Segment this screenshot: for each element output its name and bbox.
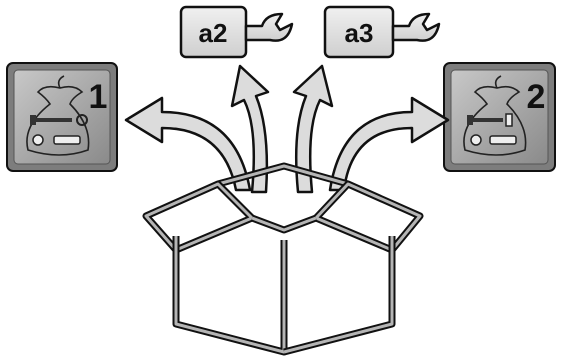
hardware-kit-1: 1 <box>6 62 118 172</box>
kit-number: 1 <box>89 78 108 116</box>
kit-number: 2 <box>527 78 546 116</box>
open-box <box>142 162 424 356</box>
tool-tag-label: a3 <box>345 18 374 48</box>
anchor-bolt-icon <box>32 134 81 146</box>
parts-bag-icon <box>26 75 90 156</box>
wrench-icon <box>244 12 294 42</box>
anchor-bolt-icon <box>470 134 517 146</box>
arrow-to-tool-a3 <box>292 64 334 194</box>
arrow-to-kit-2 <box>328 96 450 192</box>
tool-tag-label: a2 <box>199 18 228 48</box>
arrow-to-kit-1 <box>124 96 252 192</box>
hardware-kit-2: 2 <box>443 62 556 172</box>
screw-icon <box>30 114 88 126</box>
tool-tag-a3: a3 <box>323 5 441 59</box>
parts-bag-icon <box>463 75 527 156</box>
screw-icon <box>467 113 513 127</box>
wrench-icon <box>391 12 441 42</box>
tool-tag-a2: a2 <box>179 5 294 59</box>
arrow-to-tool-a2 <box>230 64 270 194</box>
